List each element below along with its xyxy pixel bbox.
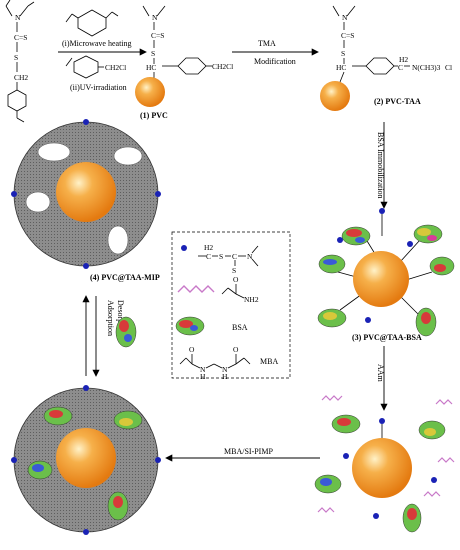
svg-text:N: N: [342, 13, 348, 22]
svg-text:S: S: [151, 49, 155, 58]
svg-text:C: C: [206, 252, 211, 261]
pvc-taa-mip-particle: (4) PVC@TAA-MIP: [11, 119, 161, 282]
ch2-label: CH2: [14, 73, 28, 82]
legend-mba-label: MBA: [260, 357, 278, 366]
legend-box: H2 C S C S N O NH2 BS: [171, 231, 291, 381]
divinylbenzene-structure: [65, 9, 119, 37]
step1-label-line1: (i)Microwave heating: [62, 39, 132, 48]
svg-text:N: N: [222, 365, 228, 374]
svg-text:H: H: [222, 372, 228, 381]
step2-label-line1: TMA: [258, 39, 276, 48]
svg-text:CH2Cl: CH2Cl: [212, 62, 233, 71]
legend-endgroup-dot: [181, 245, 187, 251]
legend-dithiocarbamate-structure: H2 C S C S N: [198, 243, 259, 275]
svg-text:S: S: [219, 252, 223, 261]
step6-label-line1: Adsorption: [106, 300, 115, 336]
legend-acrylamide-structure: O NH2: [221, 275, 259, 304]
step6-label-line2: Desorption: [116, 300, 125, 336]
svg-text:S: S: [341, 49, 345, 58]
vbc-ch2cl-label: CH2Cl: [105, 63, 126, 72]
ammonium-label: N(CH3)3: [412, 63, 441, 72]
s-label: S: [14, 53, 18, 62]
iniferter-monomer-structure: N C=S S CH2: [5, 0, 35, 123]
svg-text:C: C: [398, 63, 403, 72]
step5-label: MBA/SI-PIMP: [224, 447, 273, 456]
step4-label: AAm: [376, 364, 385, 383]
svg-text:HC: HC: [146, 63, 156, 72]
free-bsa-protein: [115, 316, 137, 348]
legend-acrylamide-chain: [177, 285, 215, 293]
pvc-taa-mip-bsa-particle: [11, 385, 161, 535]
product-1-label: (1) PVC: [140, 111, 168, 120]
svg-text:Cl: Cl: [445, 63, 452, 72]
svg-text:H: H: [200, 372, 206, 381]
pvc-taa-particle: N C=S S HC H2 C N(CH3)3 Cl (2) PVC-TAA: [320, 5, 452, 111]
vinylbenzyl-chloride-structure: CH2Cl: [65, 55, 126, 79]
legend-bsa-label: BSA: [232, 323, 248, 332]
cs-label: C=S: [14, 33, 27, 42]
pvc-taa-bsa-particle: (3) PVC@TAA-BSA: [317, 208, 455, 342]
step3-label: BSA Immobilization: [376, 132, 385, 198]
svg-text:O: O: [189, 345, 195, 354]
product-3-label: (3) PVC@TAA-BSA: [352, 333, 422, 342]
product-2-label: (2) PVC-TAA: [374, 97, 421, 106]
pvc-particle: N C=S S HC CH2Cl (1) PVC: [135, 5, 233, 120]
svg-text:N: N: [200, 365, 206, 374]
svg-text:NH2: NH2: [244, 295, 259, 304]
svg-text:N: N: [152, 13, 158, 22]
svg-text:C=S: C=S: [151, 31, 164, 40]
svg-text:H2: H2: [204, 243, 213, 252]
legend-bsa-icon: [175, 316, 205, 336]
svg-text:O: O: [233, 275, 239, 284]
svg-text:C: C: [232, 252, 237, 261]
svg-text:HC: HC: [336, 63, 346, 72]
step2-label-line2: Modification: [254, 57, 296, 66]
svg-text:H2: H2: [399, 55, 408, 64]
svg-text:N: N: [247, 252, 253, 261]
legend-mba-structure: O N H N H O: [179, 345, 251, 381]
step1-label-line2: (ii)UV-irradiation: [70, 83, 127, 92]
svg-text:C=S: C=S: [341, 31, 354, 40]
svg-text:O: O: [233, 345, 239, 354]
svg-text:S: S: [232, 266, 236, 275]
n-label: N: [15, 13, 21, 22]
pvc-taa-bsa-aam-particle: [314, 395, 455, 533]
product-4-label: (4) PVC@TAA-MIP: [90, 273, 160, 282]
